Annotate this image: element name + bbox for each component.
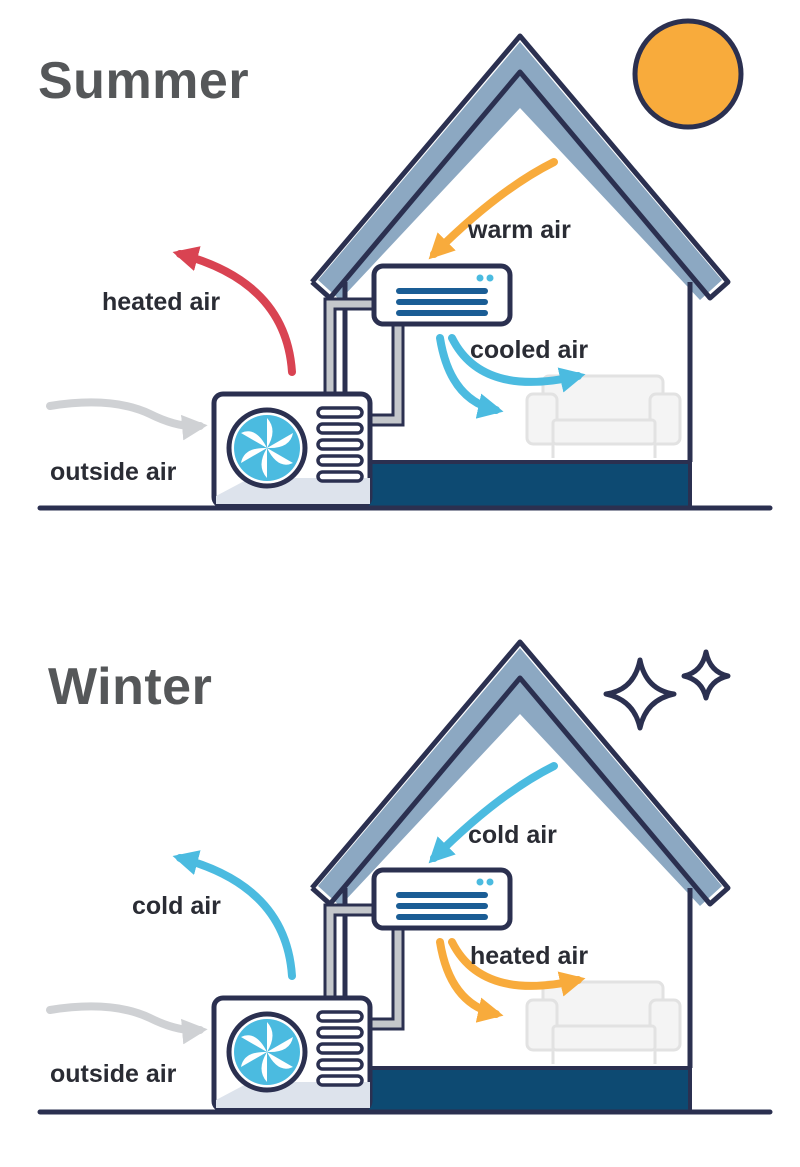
attic-space: [330, 78, 690, 276]
season-title: Winter: [48, 658, 212, 716]
fan-icon: [226, 407, 308, 489]
season-title: Summer: [38, 52, 249, 110]
indoor-intake-label: warm air: [467, 216, 571, 244]
summer-panel: Summer: [37, 18, 773, 511]
house-floor: [343, 460, 692, 510]
roof-band: [318, 42, 722, 300]
cold-air-outdoor-arrow: [172, 850, 296, 980]
heated-air-arrow-1: [436, 938, 504, 1023]
heated-air-arrow: [172, 246, 296, 376]
winter-panel: Winter: [37, 639, 773, 1115]
cooled-air-arrow-1: [436, 334, 504, 419]
fan-icon: [226, 1011, 308, 1093]
roof-band: [318, 648, 722, 906]
cold-air-indoor-arrow: [428, 762, 558, 864]
indoor-output-label: cooled air: [470, 336, 588, 364]
indoor-unit: [371, 263, 513, 327]
sun-icon: [632, 18, 744, 130]
sofa: [525, 374, 682, 458]
warm-air-arrow: [428, 158, 558, 260]
refrigerant-pipes: [323, 297, 405, 427]
cooled-air-arrow-2: [448, 334, 586, 393]
outdoor-unit: [211, 995, 373, 1113]
sofa: [525, 980, 682, 1064]
heated-air-arrow-2: [448, 938, 586, 997]
indoor-intake-label: cold air: [468, 821, 557, 849]
refrigerant-pipes: [323, 903, 405, 1031]
indoor-output-label: heated air: [470, 942, 588, 970]
outside-air-arrow: [46, 1002, 208, 1045]
outside-air-arrow: [46, 398, 208, 441]
outdoor-exhaust-label: heated air: [102, 288, 220, 316]
outdoor-intake-label: outside air: [50, 1060, 177, 1088]
house-floor: [343, 1066, 692, 1114]
indoor-unit: [371, 867, 513, 931]
outdoor-unit: [211, 391, 373, 509]
sparkle-stars-icon: [603, 649, 731, 731]
outdoor-intake-label: outside air: [50, 458, 177, 486]
attic-space: [330, 684, 690, 882]
outdoor-exhaust-label: cold air: [132, 892, 221, 920]
